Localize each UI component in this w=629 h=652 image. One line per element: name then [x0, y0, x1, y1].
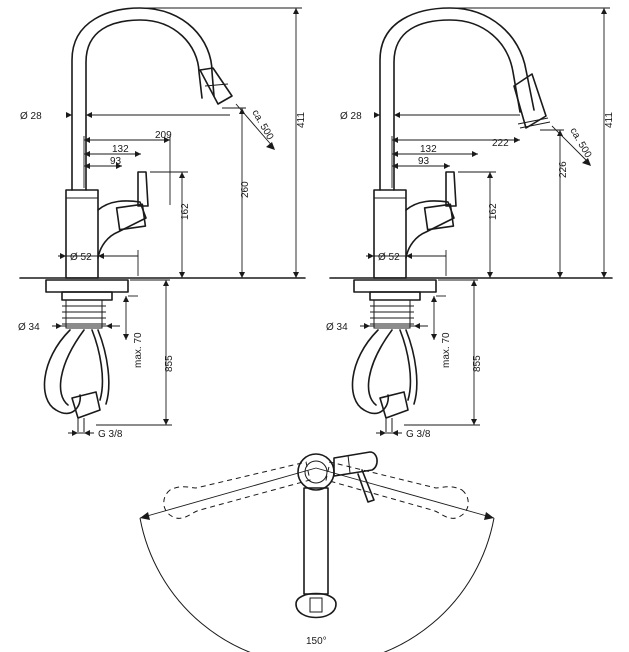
top-spray-head	[295, 592, 337, 619]
right-spray-head	[513, 73, 547, 129]
left-hoses	[43, 329, 110, 415]
left-elevation-view: Ø 28 209 132 93 162 260 411 ca. 500	[18, 7, 307, 440]
left-dim-209: 209	[155, 130, 172, 141]
right-dia-thread-label: Ø 34	[326, 322, 348, 333]
left-dim-855: 855	[164, 355, 175, 372]
left-dim-162: 162	[180, 203, 191, 220]
left-dia-spout-label: Ø 28	[20, 111, 42, 122]
left-spout	[71, 7, 215, 191]
right-dim-93: 93	[418, 156, 430, 167]
top-lever	[333, 451, 378, 477]
spout-swung-right	[325, 461, 469, 519]
left-dia-thread-label: Ø 34	[18, 322, 40, 333]
right-lever-handle	[405, 200, 455, 259]
left-dia-body-label: Ø 52	[70, 252, 92, 263]
right-dia-body-label: Ø 52	[378, 252, 400, 263]
right-dim-222: 222	[492, 138, 509, 149]
right-faucet-body	[373, 189, 407, 279]
right-thread-shank	[370, 299, 414, 329]
right-dim-500: ca. 500	[567, 126, 593, 160]
right-dim-132: 132	[420, 144, 437, 155]
top-spout-arm	[303, 487, 329, 595]
left-dim-132: 132	[112, 144, 129, 155]
right-dia-spout-label: Ø 28	[340, 111, 362, 122]
right-dim-162: 162	[488, 203, 499, 220]
left-thread-shank	[62, 299, 106, 329]
left-dim-260: 260	[240, 181, 251, 198]
left-faucet-body	[65, 189, 99, 279]
left-dim-500: ca. 500	[249, 108, 275, 142]
left-dim-411: 411	[296, 112, 307, 128]
left-dim-93: 93	[110, 156, 122, 167]
left-dim-max70: max. 70	[133, 332, 144, 368]
right-thread-label: G 3/8	[406, 429, 431, 440]
right-elevation-view: Ø 28 222 132 93 162 226 411 ca. 500	[326, 7, 615, 440]
swing-angle-label: 150°	[306, 636, 327, 647]
right-dim-855: 855	[472, 355, 483, 372]
spout-swung-left	[163, 461, 311, 519]
right-hoses	[351, 329, 418, 415]
swing-arc	[139, 517, 495, 652]
top-plan-view: 150°	[139, 451, 495, 652]
left-thread-label: G 3/8	[98, 429, 123, 440]
right-dim-max70: max. 70	[441, 332, 452, 368]
right-dim-226: 226	[558, 161, 569, 178]
left-spray-head	[199, 67, 233, 105]
right-dim-411: 411	[604, 112, 615, 128]
left-lever-handle	[97, 200, 147, 259]
